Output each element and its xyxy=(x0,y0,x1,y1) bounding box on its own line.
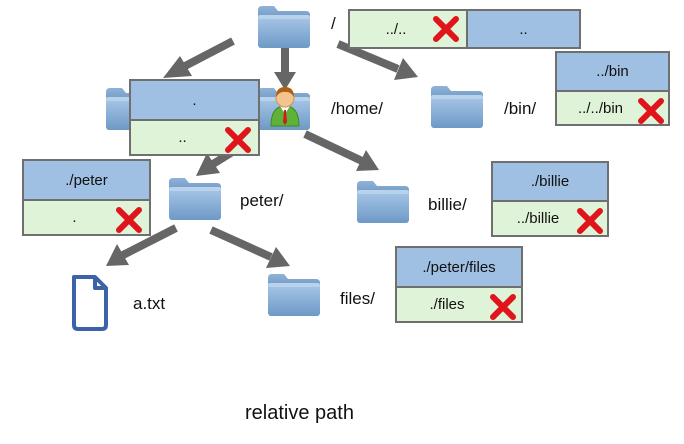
wrong-path-cell: ../billie xyxy=(493,200,607,235)
wrong-path-cell: ../../bin xyxy=(557,90,668,124)
path-box-home: . .. xyxy=(129,79,260,156)
peter-label: peter/ xyxy=(240,191,284,210)
cross-icon xyxy=(638,98,664,124)
user-icon xyxy=(270,87,300,127)
billie-folder-icon xyxy=(357,181,409,223)
correct-path-cell: ./peter/files xyxy=(397,248,521,286)
files-folder-icon xyxy=(268,274,320,316)
wrong-path-text: . xyxy=(72,209,77,226)
root-label: / xyxy=(331,14,336,33)
correct-path-cell: ./billie xyxy=(493,163,607,200)
correct-path-text: .. xyxy=(519,20,528,38)
bin-folder-icon xyxy=(431,86,483,128)
peter-folder-icon xyxy=(169,178,221,220)
wrong-path-text: ./files xyxy=(429,296,465,313)
wrong-path-cell: .. xyxy=(131,119,258,154)
cross-icon xyxy=(225,127,251,153)
wrong-path-text: ../billie xyxy=(516,210,560,227)
wrong-path-cell: . xyxy=(24,199,149,234)
cross-icon xyxy=(433,16,459,42)
home-label: /home/ xyxy=(331,99,383,118)
correct-path-cell: .. xyxy=(466,11,579,47)
arrows xyxy=(106,37,418,268)
correct-path-cell: ./peter xyxy=(24,161,149,199)
arrow-peter-to-files xyxy=(209,226,290,268)
atxt-label: a.txt xyxy=(133,294,166,313)
wrong-path-cell: ./files xyxy=(397,286,521,321)
correct-path-cell: . xyxy=(131,81,258,119)
correct-path-text: ../bin xyxy=(596,63,629,80)
wrong-path-text: .. xyxy=(178,129,187,146)
correct-path-text: ./billie xyxy=(530,173,570,190)
cross-icon xyxy=(577,208,603,234)
arrow-home-to-billie xyxy=(303,130,379,171)
files-label: files/ xyxy=(340,289,375,308)
wrong-path-text: ../../bin xyxy=(577,99,624,117)
path-box-bin: ../bin ../../bin xyxy=(555,51,670,126)
cross-icon xyxy=(490,294,516,320)
file-icon xyxy=(72,275,108,331)
billie-label: billie/ xyxy=(428,195,467,214)
arrow-root-to-home xyxy=(274,48,296,90)
path-box-peter: ./peter . xyxy=(22,159,151,236)
cross-icon xyxy=(116,207,142,233)
bin-label: /bin/ xyxy=(504,99,537,118)
path-box-root: ../.. .. xyxy=(348,9,581,49)
correct-path-text: ./peter/files xyxy=(422,258,496,276)
correct-path-text: . xyxy=(192,91,197,109)
correct-path-cell: ../bin xyxy=(557,53,668,90)
wrong-path-cell: ../.. xyxy=(350,11,466,47)
arrow-root-to-bin xyxy=(336,40,418,80)
correct-path-text: ./peter xyxy=(65,171,108,189)
arrow-root-to-home-box xyxy=(163,37,235,78)
path-box-files: ./peter/files ./files xyxy=(395,246,523,323)
root-folder-icon xyxy=(258,6,310,48)
diagram-caption: relative path xyxy=(245,402,354,424)
arrow-peter-to-atxt xyxy=(106,224,178,266)
path-box-billie: ./billie ../billie xyxy=(491,161,609,237)
wrong-path-text: ../.. xyxy=(385,20,407,38)
